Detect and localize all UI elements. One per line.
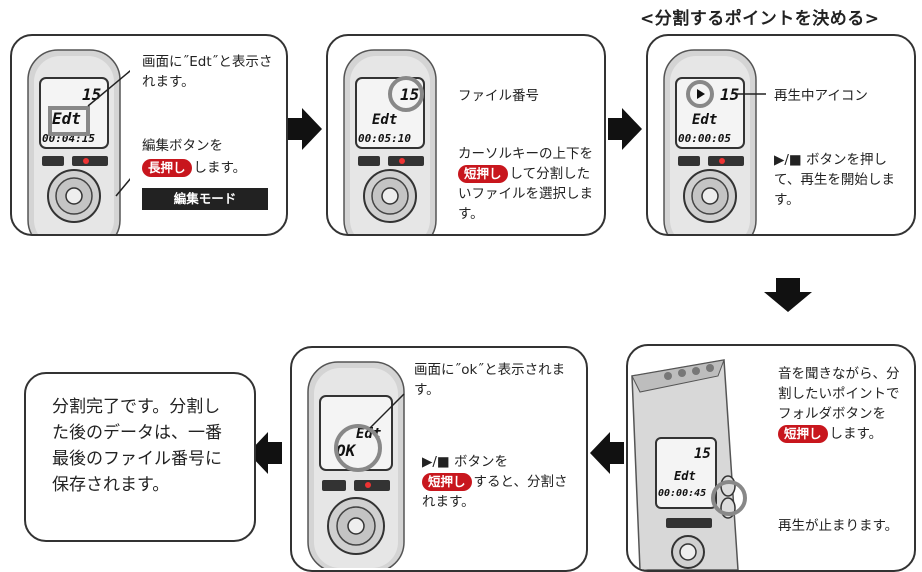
lcd-file-number: 15 [720, 85, 739, 104]
step-panel-3: 15 Edt 00:00:05 再生中アイコン ▶/■ ボタンを押して、再生を開… [646, 34, 916, 236]
page-title: <分割するポイントを決める> [640, 9, 880, 29]
step4-desc: 音を聞きながら、分割したいポイントでフォルダボタンを短押しします。 [778, 366, 900, 443]
arrow-down-icon [764, 278, 812, 312]
step2-desc: カーソルキーの上下を短押しして分割したいファイルを選択します。 [458, 146, 593, 222]
step1-desc-press: 長押しします。 [142, 158, 282, 178]
lcd-edit-text: Edt [372, 112, 397, 128]
arrow-right-icon [608, 108, 642, 150]
step3-desc: ▶/■ ボタンを押して、再生を開始します。 [774, 152, 895, 208]
long-press-badge: 長押し [142, 159, 192, 177]
step-panel-1: 15 Edt 00:04:15 画面に˝Edt˝と表示されます。 編集ボタンを … [10, 34, 288, 236]
lcd-edit-text: Edt [52, 109, 81, 128]
step-panel-5: Edt OK 画面に˝ok˝と表示されます。 ▶/■ ボタンを 短押しすると、分… [290, 346, 588, 572]
step2-desc-file-number: ファイル番号 [458, 88, 539, 104]
recorder-device-tilted-illustration: 15 Edt 00:00:45 [631, 359, 747, 570]
recorder-device-illustration: Edt OK [307, 361, 405, 568]
step4-desc-stop: 再生が止まります。 [778, 518, 899, 534]
lcd-edit-text: Edt [356, 426, 381, 442]
lcd-ok-text: OK [336, 441, 357, 460]
lcd-time: 00:00:45 [658, 488, 706, 499]
lcd-edit-text: Edt [674, 469, 696, 483]
step1-suffix: します。 [193, 160, 247, 176]
step5-desc: ▶/■ ボタンを 短押しすると、分割されます。 [422, 454, 568, 510]
lcd-edit-text: Edt [692, 112, 717, 128]
lcd-file-number: 15 [694, 446, 711, 462]
step1-desc-screen: 画面に˝Edt˝と表示されます。 [142, 54, 273, 90]
step5-desc-screen: 画面に˝ok˝と表示されます。 [414, 362, 566, 398]
step3-desc-play-icon: 再生中アイコン [774, 88, 868, 104]
short-press-badge: 短押し [422, 473, 472, 491]
step1-desc-button: 編集ボタンを [142, 138, 223, 154]
lcd-time: 00:00:05 [678, 132, 731, 145]
edit-mode-label: 編集モード [142, 188, 268, 210]
completion-box: 分割完了です。分割した後のデータは、一番最後のファイル番号に保存されます。 [24, 372, 256, 542]
arrow-left-icon [590, 432, 624, 474]
recorder-device-illustration: 15 Edt 00:04:15 [27, 49, 130, 234]
lcd-time: 00:05:10 [358, 132, 411, 145]
completion-text: 分割完了です。分割した後のデータは、一番最後のファイル番号に保存されます。 [52, 397, 222, 495]
short-press-badge: 短押し [778, 425, 828, 443]
arrow-right-icon [288, 108, 322, 150]
short-press-badge: 短押し [458, 165, 508, 183]
recorder-device-illustration: 15 Edt 00:05:10 [343, 49, 437, 234]
lcd-file-number: 15 [400, 85, 419, 104]
lcd-file-number: 15 [82, 85, 101, 104]
arrow-left-icon [248, 432, 282, 474]
recorder-device-illustration: 15 Edt 00:00:05 [663, 49, 766, 234]
step-panel-4: 15 Edt 00:00:45 音を聞きながら、分割したいポイントでフォルダボタ… [626, 344, 916, 572]
step-panel-2: 15 Edt 00:05:10 ファイル番号 カーソルキーの上下を短押しして分割… [326, 34, 606, 236]
